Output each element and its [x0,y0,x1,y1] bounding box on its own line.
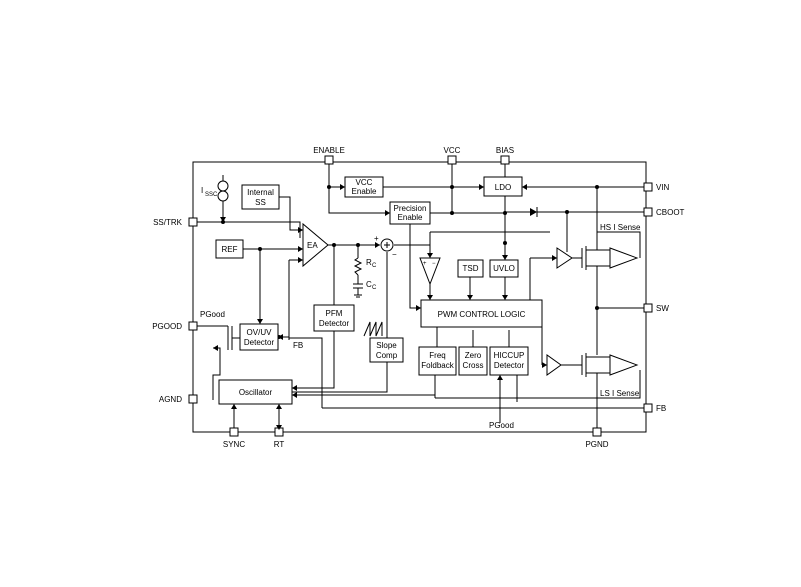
pgood-internal-label: PGood [200,310,225,319]
zero-cross-label-1: Zero [465,351,482,360]
block-slope-comp: Slope Comp [369,337,404,363]
pin-agnd-label: AGND [159,395,182,404]
pin-vcc: VCC [444,146,461,165]
resistor-rc: R C [353,257,377,276]
wires [193,160,648,430]
block-uvlo: UVLO [489,259,519,278]
ea-label: EA [307,241,318,250]
hiccup-detector-label-2: Detector [494,361,525,370]
pin-bias-label: BIAS [496,146,514,155]
slope-comp-label-2: Comp [376,351,398,360]
comp-plus-label: + [423,261,427,267]
internal-ss-label-2: SS [255,198,266,207]
block-internal-ss: Internal SS [241,184,280,210]
sum-minus-label: − [392,250,397,259]
hiccup-detector-label-1: HICCUP [494,351,525,360]
block-tsd: TSD [457,259,484,278]
oscillator-label: Oscillator [239,388,273,397]
pin-sync: SYNC [223,427,245,449]
cc-sub-label: C [372,285,377,291]
ls-driver: LS I Sense [546,353,640,398]
sawtooth-icon [363,321,383,337]
issc-label: I [201,186,203,195]
ov-uv-detector-label-1: OV/UV [247,328,273,337]
pin-enable-label: ENABLE [313,146,345,155]
pin-pgnd-label: PGND [585,440,608,449]
pgood-bottom-label: PGood [489,421,514,430]
ov-uv-detector-label-2: Detector [244,338,275,347]
pin-fb: FB [643,403,666,413]
pin-rt: RT [274,427,285,449]
capacitor-cc: C C [353,280,377,298]
issc-sub-label: SSC [205,192,218,198]
zero-cross-label-2: Cross [463,361,484,370]
block-ref: REF [215,239,244,259]
pin-enable: ENABLE [313,146,345,165]
pin-ss-trk-label: SS/TRK [153,218,183,227]
block-zero-cross: Zero Cross [458,346,488,376]
pin-pgood-label: PGOOD [152,322,182,331]
block-precision-enable: Precision Enable [389,201,431,225]
chip-outline [192,161,647,433]
arrowheads [213,184,557,430]
pin-pgnd: PGND [585,427,609,449]
error-amplifier: EA [302,222,329,268]
pin-sw-label: SW [656,304,669,313]
pin-pgood: PGOOD [152,321,198,331]
pgood-transistor-icon [227,326,240,350]
slope-comp-label-1: Slope [376,341,397,350]
sum-plus-label: + [374,234,379,243]
block-ldo: LDO [483,176,523,197]
pin-rt-label: RT [274,440,285,449]
ldo-label: LDO [495,183,511,192]
pin-cboot-label: CBOOT [656,208,685,217]
cc-label: C [366,280,372,289]
ls-sense-label: LS I Sense [600,389,640,398]
block-freq-foldback: Freq Foldback [418,346,457,376]
fb-internal-label: FB [293,341,303,350]
comp-minus-label: − [432,261,436,267]
block-pfm-detector: PFM Detector [313,304,355,332]
vcc-enable-label-1: VCC [356,178,373,187]
pin-vin-label: VIN [656,183,670,192]
pfm-detector-label-2: Detector [319,319,350,328]
block-pwm-control-logic: PWM CONTROL LOGIC [420,299,543,328]
precision-enable-label-2: Enable [398,213,423,222]
pin-sync-label: SYNC [223,440,245,449]
block-ov-uv-detector: OV/UV Detector [239,323,279,351]
pwm-comparator: + − [419,257,441,286]
pin-bias: BIAS [496,146,514,165]
pin-vcc-label: VCC [444,146,461,155]
pin-agnd: AGND [159,394,198,404]
vcc-enable-label-2: Enable [352,187,377,196]
pfm-detector-label-1: PFM [326,309,343,318]
pin-cboot: CBOOT [643,207,685,217]
block-hiccup-detector: HICCUP Detector [489,346,529,376]
internal-ss-label-1: Internal [247,188,274,197]
hs-driver: HS I Sense [556,223,641,272]
tsd-label: TSD [463,264,479,273]
current-source-issc: I SSC [201,180,229,202]
boot-diode-icon [530,207,538,217]
block-oscillator: Oscillator [218,379,293,405]
rc-sub-label: C [372,263,377,269]
freq-foldback-label-1: Freq [429,351,445,360]
pin-fb-label: FB [656,404,666,413]
summing-node: + − [374,234,397,259]
hs-sense-label: HS I Sense [600,223,641,232]
pin-vin: VIN [643,182,670,192]
pwm-control-logic-label: PWM CONTROL LOGIC [438,310,526,319]
pin-sw: SW [643,303,669,313]
pin-ss-trk: SS/TRK [153,217,198,227]
precision-enable-label-1: Precision [394,204,427,213]
ref-label: REF [222,245,238,254]
junction-dots [221,185,599,339]
freq-foldback-label-2: Foldback [421,361,454,370]
rc-label: R [366,258,372,267]
uvlo-label: UVLO [493,264,515,273]
block-vcc-enable: VCC Enable [344,176,384,198]
